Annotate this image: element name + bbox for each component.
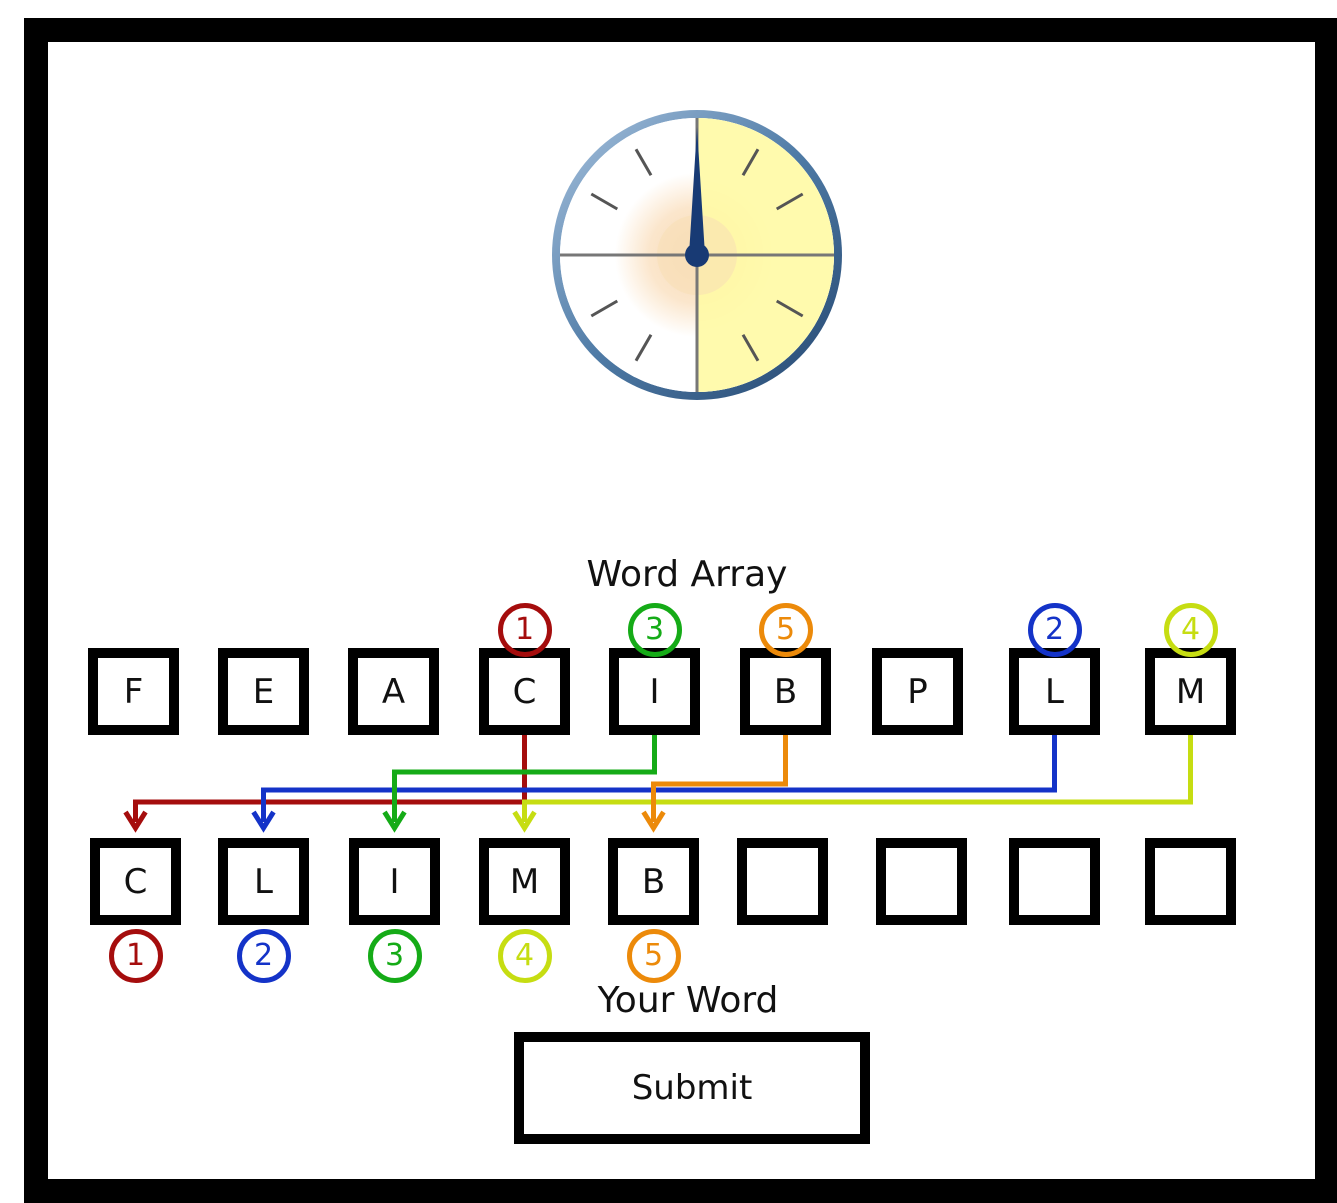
timer-tick-4 xyxy=(775,299,804,318)
pick-badge-top-5: 5 xyxy=(758,603,813,657)
word-array-tile-9[interactable]: M xyxy=(1145,648,1236,735)
your-word-slot-2[interactable]: L xyxy=(218,838,309,925)
your-word-slot-8[interactable] xyxy=(1009,838,1100,925)
timer-tick-5 xyxy=(741,333,760,362)
word-array-title: Word Array xyxy=(586,554,788,595)
your-word-slot-1[interactable]: C xyxy=(90,838,181,925)
pick-badge-bottom-3: 3 xyxy=(367,929,422,983)
timer-tick-1 xyxy=(741,148,760,177)
connector-arrowhead-4 xyxy=(512,810,537,833)
connector-arrowhead-1 xyxy=(123,810,148,833)
connector-arrowhead-5 xyxy=(641,810,666,833)
pick-badge-bottom-4: 4 xyxy=(497,929,552,983)
timer-tick-11 xyxy=(634,148,653,177)
word-array-tile-4[interactable]: C xyxy=(479,648,570,735)
connector-arrowhead-2 xyxy=(251,810,276,833)
pick-badge-top-1: 1 xyxy=(497,603,552,657)
your-word-slot-3[interactable]: I xyxy=(349,838,440,925)
timer-tick-7 xyxy=(634,333,653,362)
connector-line-2 xyxy=(261,735,1057,822)
word-array-tile-6[interactable]: B xyxy=(740,648,831,735)
pick-badge-top-4: 4 xyxy=(1163,603,1218,657)
pick-badge-top-3: 3 xyxy=(627,603,682,657)
timer-tick-2 xyxy=(775,192,804,211)
timer-tick-8 xyxy=(590,299,619,318)
your-word-slot-9[interactable] xyxy=(1145,838,1236,925)
connector-line-5 xyxy=(651,735,788,822)
word-array-tile-1[interactable]: F xyxy=(88,648,179,735)
pick-badge-top-2: 2 xyxy=(1027,603,1082,657)
connector-line-3 xyxy=(392,735,657,822)
timer-ticks xyxy=(590,148,804,362)
your-word-slot-5[interactable]: B xyxy=(608,838,699,925)
word-array-tile-3[interactable]: A xyxy=(348,648,439,735)
word-array-tile-2[interactable]: E xyxy=(218,648,309,735)
pick-badge-bottom-2: 2 xyxy=(236,929,291,983)
word-array-tile-5[interactable]: I xyxy=(609,648,700,735)
word-array-tile-7[interactable]: P xyxy=(872,648,963,735)
timer-hub xyxy=(685,243,709,267)
word-array-tile-8[interactable]: L xyxy=(1009,648,1100,735)
timer-tick-10 xyxy=(590,192,619,211)
pick-badge-bottom-5: 5 xyxy=(626,929,681,983)
connector-line-4 xyxy=(522,735,1193,822)
your-word-slot-6[interactable] xyxy=(737,838,828,925)
pick-badge-bottom-1: 1 xyxy=(108,929,163,983)
your-word-title: Your Word xyxy=(597,980,779,1021)
your-word-slot-4[interactable]: M xyxy=(479,838,570,925)
submit-button[interactable]: Submit xyxy=(514,1032,870,1144)
your-word-slot-7[interactable] xyxy=(876,838,967,925)
timer-hand xyxy=(689,127,705,255)
connector-arrowhead-3 xyxy=(382,810,407,833)
connector-line-1 xyxy=(133,735,527,822)
